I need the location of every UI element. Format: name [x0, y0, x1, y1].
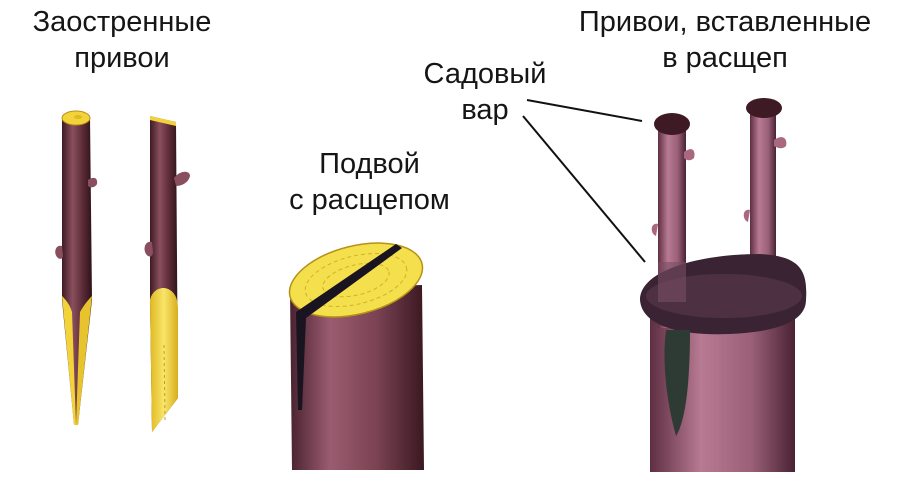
label-inserted-scions-line1: Привои, вставленные: [578, 6, 872, 38]
label-sharpened-scions-line1: Заостренные: [32, 6, 212, 38]
label-inserted-scions: Привои, вставленные в расщеп: [540, 4, 910, 76]
leader-line-pitch-top: [526, 99, 643, 122]
label-rootstock-line1: Подвой: [319, 148, 420, 180]
scion-wedge-icon: [55, 110, 98, 425]
label-rootstock-line2: с расщепом: [289, 184, 450, 216]
label-garden-pitch-line2: вар: [461, 94, 509, 126]
label-garden-pitch: Садовый вар: [405, 56, 565, 128]
label-inserted-scions-line2: в расщеп: [662, 42, 788, 74]
rootstock-split-icon: [288, 242, 424, 470]
label-garden-pitch-line1: Садовый: [423, 58, 547, 90]
label-rootstock: Подвой с расщепом: [262, 146, 477, 218]
label-sharpened-scions-line2: привои: [74, 42, 170, 74]
scion-slanted-icon: [144, 116, 190, 432]
grafted-stock-icon: [640, 98, 807, 472]
label-sharpened-scions: Заостренные привои: [2, 4, 242, 76]
leader-line-pitch-ring: [522, 115, 646, 263]
